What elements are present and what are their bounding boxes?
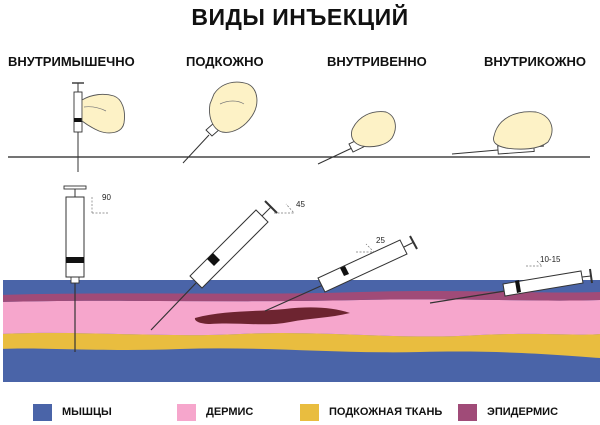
legend-label-muscle: МЫШЦЫ: [62, 406, 112, 418]
label-intravenous: ВНУТРИВЕННО: [327, 54, 427, 69]
label-intradermal: ВНУТРИКОЖНО: [484, 54, 586, 69]
legend-swatch-dermis: [177, 403, 196, 421]
angle-label-90: 90: [102, 193, 111, 202]
angle-label-45: 45: [296, 200, 305, 209]
legend-label-dermis: ДЕРМИС: [206, 406, 254, 418]
legend-swatch-epidermis: [458, 403, 477, 421]
legend-item-subcutaneous: ПОДКОЖНАЯ ТКАНЬ: [300, 403, 442, 421]
subcutaneous-layer: [3, 332, 600, 358]
legend-swatch-subcutaneous: [300, 403, 319, 421]
hand-syringe-intravenous: [317, 111, 396, 165]
hand-syringe-intradermal: [451, 111, 553, 155]
angle-label-25: 25: [376, 236, 385, 245]
legend-item-epidermis: ЭПИДЕРМИС: [458, 403, 558, 421]
legend-label-subcutaneous: ПОДКОЖНАЯ ТКАНЬ: [329, 406, 443, 418]
hand-syringe-subcutaneous: [182, 81, 258, 164]
label-subcutaneous: ПОДКОЖНО: [186, 54, 264, 69]
legend-swatch-muscle: [33, 403, 52, 421]
legend-item-muscle: МЫШЦЫ: [33, 403, 112, 421]
legend-label-epidermis: ЭПИДЕРМИС: [487, 406, 559, 418]
syringe-90: 90: [63, 185, 111, 352]
angle-label-10-15: 10-15: [540, 255, 561, 264]
syringe-10-15: 10-15: [429, 255, 593, 304]
skin-layers: [3, 280, 600, 382]
syringe-45: 45: [150, 200, 305, 331]
page-title: ВИДЫ ИНЪЕКЦИЙ: [191, 4, 409, 30]
label-intramuscular: ВНУТРИМЫШЕЧНО: [8, 54, 135, 69]
syringe-25: 25: [264, 235, 418, 312]
legend-item-dermis: ДЕРМИС: [177, 403, 253, 421]
hand-syringe-intramuscular: [72, 82, 125, 172]
vein: [194, 307, 350, 325]
